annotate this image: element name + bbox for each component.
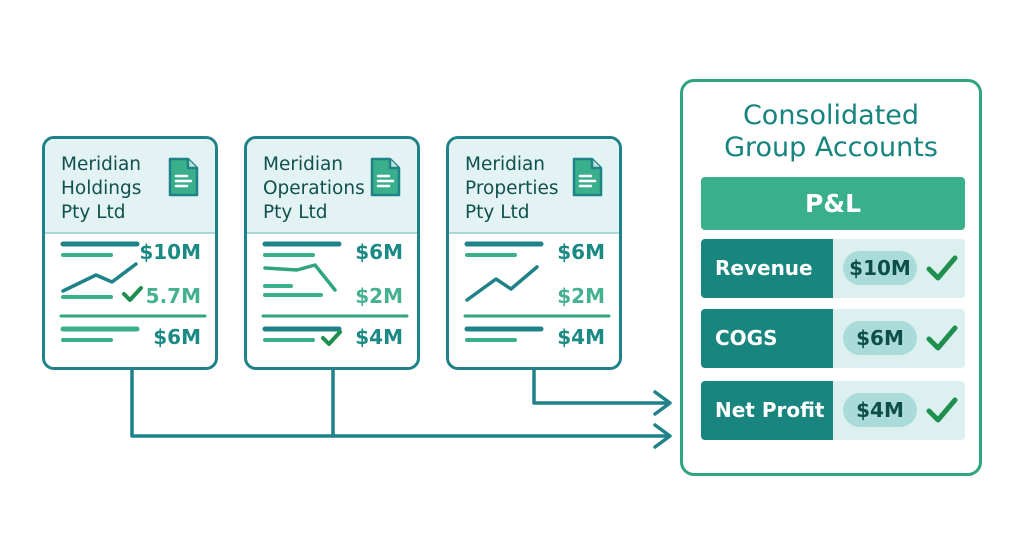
value-row-1: $10M — [139, 240, 201, 264]
check-icon — [321, 330, 342, 346]
row-value: $4M — [843, 393, 917, 427]
check-icon — [926, 397, 958, 423]
entity-name: Meridian Holdings Pty Ltd — [61, 154, 142, 223]
card-graphics — [59, 241, 207, 342]
connector-line-holdings — [130, 368, 670, 438]
value-row-2: $2M — [557, 284, 605, 308]
value-row-3: $4M — [355, 325, 403, 349]
card-body: $6M $2M $4M — [247, 234, 417, 367]
panel-title: Consolidated Group Accounts — [724, 100, 938, 163]
document-icon — [572, 157, 603, 197]
value-row-1: $6M — [355, 240, 403, 264]
entity-name: Meridian Operations Pty Ltd — [263, 154, 365, 223]
row-label: Net Profit — [701, 381, 833, 440]
entity-card-properties: Meridian Properties Pty Ltd $6M $2M $4M — [446, 136, 622, 370]
row-value: $10M — [843, 251, 917, 285]
arrowhead-upper — [653, 390, 672, 416]
value-row-2: $2M — [355, 284, 403, 308]
document-icon — [370, 157, 401, 197]
card-header: Meridian Properties Pty Ltd — [449, 139, 619, 234]
check-icon — [926, 255, 958, 281]
card-header: Meridian Holdings Pty Ltd — [45, 139, 215, 234]
row-label: COGS — [701, 309, 833, 368]
row-label: Revenue — [701, 239, 833, 298]
entity-name: Meridian Properties Pty Ltd — [465, 154, 559, 223]
value-row-2: 5.7M — [145, 284, 201, 308]
document-icon — [168, 157, 199, 197]
value-row-1: $6M — [557, 240, 605, 264]
check-icon — [122, 286, 143, 302]
pl-row-cogs: COGS $6M — [701, 309, 965, 368]
connector-line-properties — [532, 368, 670, 405]
row-value: $6M — [843, 321, 917, 355]
entity-card-operations: Meridian Operations Pty Ltd $6M $ — [244, 136, 420, 370]
pl-row-net-profit: Net Profit $4M — [701, 381, 965, 440]
entity-card-holdings: Meridian Holdings Pty Ltd $10M 5.7M $6 — [42, 136, 218, 370]
consolidated-panel: Consolidated Group Accounts P&L Revenue … — [680, 79, 982, 476]
arrowhead-lower — [653, 423, 672, 449]
check-icon — [926, 325, 958, 351]
card-body: $10M 5.7M $6M — [45, 234, 215, 367]
card-body: $6M $2M $4M — [449, 234, 619, 367]
pl-section-header: P&L — [701, 177, 965, 230]
value-row-3: $4M — [557, 325, 605, 349]
trend-down-line — [263, 263, 337, 292]
card-graphics — [261, 241, 409, 346]
value-row-3: $6M — [153, 325, 201, 349]
pl-row-revenue: Revenue $10M — [701, 239, 965, 298]
card-graphics — [463, 241, 611, 342]
card-header: Meridian Operations Pty Ltd — [247, 139, 417, 234]
trend-up-line — [465, 265, 539, 302]
trend-up-line — [61, 262, 138, 293]
